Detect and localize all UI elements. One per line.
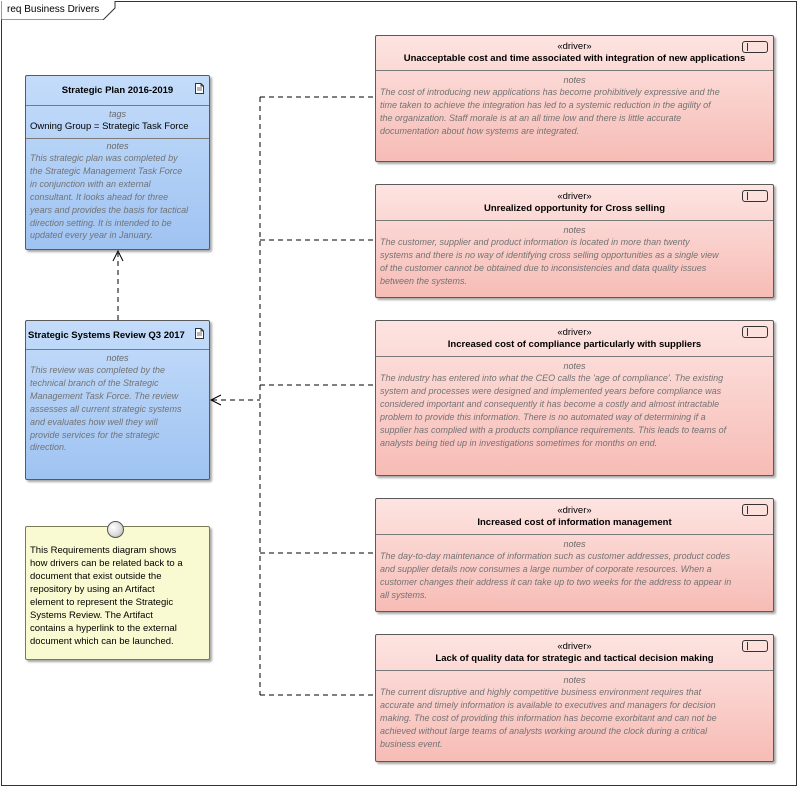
systems-review-artifact[interactable]: Strategic Systems Review Q3 2017 notes T… — [25, 320, 210, 480]
notes-label: notes — [563, 225, 586, 235]
diagram-note[interactable]: This Requirements diagram shows how driv… — [25, 526, 210, 660]
driver-title: Increased cost of information management — [477, 517, 672, 528]
note-text: This Requirements diagram shows how driv… — [30, 545, 183, 647]
strategic-plan-title: Strategic Plan 2016-2019 — [61, 85, 174, 96]
requirement-icon — [742, 326, 768, 338]
owning-group-tag: Owning Group = Strategic Task Force — [30, 121, 189, 132]
arrowhead — [209, 394, 222, 406]
requirement-icon — [742, 640, 768, 652]
requirement-icon — [742, 190, 768, 202]
notes-label: notes — [563, 75, 586, 85]
driver-notes: The current disruptive and highly compet… — [380, 687, 717, 749]
arrowhead — [112, 249, 124, 262]
requirement-icon — [742, 504, 768, 516]
driver-title: Increased cost of compliance particularl… — [447, 339, 702, 350]
driver-element[interactable]: «driver» Unacceptable cost and time asso… — [375, 35, 774, 162]
driver-stereotype: «driver» — [557, 327, 592, 338]
requirement-icon — [742, 41, 768, 53]
driver-title: Lack of quality data for strategic and t… — [435, 653, 714, 664]
strategic-plan-artifact[interactable]: Strategic Plan 2016-2019 tags Owning Gro… — [25, 75, 210, 250]
driver-title: Unacceptable cost and time associated wi… — [403, 53, 746, 64]
notes-label: notes — [106, 141, 129, 151]
driver-title: Unrealized opportunity for Cross selling — [483, 203, 666, 214]
driver-stereotype: «driver» — [557, 191, 592, 202]
notes-label: notes — [563, 539, 586, 549]
driver-notes: The customer, supplier and product infor… — [380, 237, 719, 286]
driver-notes: The day-to-day maintenance of informatio… — [380, 551, 732, 600]
driver-notes: The cost of introducing new applications… — [380, 87, 720, 136]
document-icon — [195, 83, 204, 94]
systems-review-title: Strategic Systems Review Q3 2017 — [28, 330, 185, 341]
notes-label: notes — [563, 675, 586, 685]
driver-stereotype: «driver» — [557, 41, 592, 52]
strategic-plan-notes: This strategic plan was completed by the… — [30, 153, 189, 241]
driver-notes: The industry has entered into what the C… — [380, 373, 727, 448]
artifact-link-icon — [107, 521, 124, 538]
driver-stereotype: «driver» — [557, 505, 592, 516]
notes-label: notes — [563, 361, 586, 371]
driver-stereotype: «driver» — [557, 641, 592, 652]
notes-label: notes — [106, 353, 129, 363]
systems-review-notes: This review was completed by the technic… — [30, 365, 182, 453]
tags-label: tags — [108, 109, 126, 119]
driver-element[interactable]: «driver» Unrealized opportunity for Cros… — [375, 184, 774, 298]
driver-element[interactable]: «driver» Lack of quality data for strate… — [375, 634, 774, 762]
driver-element[interactable]: «driver» Increased cost of information m… — [375, 498, 774, 612]
document-icon — [195, 328, 204, 339]
driver-element[interactable]: «driver» Increased cost of compliance pa… — [375, 320, 774, 476]
frame-tab — [1, 1, 116, 20]
frame-title: req Business Drivers — [7, 4, 100, 15]
